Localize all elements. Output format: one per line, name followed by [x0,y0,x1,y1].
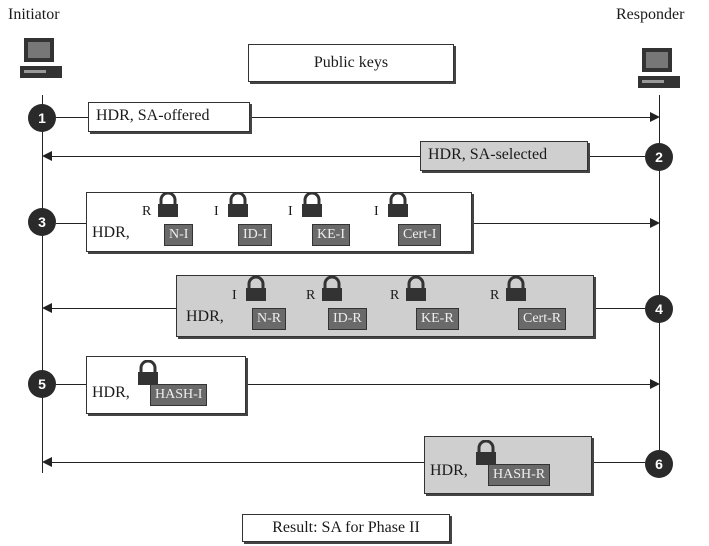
m3-lock-icon-2 [228,192,248,217]
m4-field-cert-r: Cert-R [518,308,567,330]
message-6-arrow [42,457,645,467]
step-4-badge: 4 [645,295,673,323]
step-1-badge: 1 [28,104,56,132]
message-5-arrow [56,379,660,389]
message-5-hdr: HDR, [92,384,130,401]
m3-key-owner-4: I [374,204,379,219]
m4-key-owner-1: I [232,288,237,303]
m4-field-id-r: ID-R [328,308,367,330]
message-4-hdr: HDR, [186,308,224,325]
message-1-text: HDR, SA-offered [96,107,210,124]
message-2-arrow [42,151,645,161]
m3-lock-icon-3 [302,192,322,217]
initiator-lifeline [42,95,43,473]
public-keys-box: Public keys [248,44,454,82]
m6-lock-icon [476,440,496,465]
m4-lock-icon-3 [406,276,426,301]
message-2-box [420,141,588,171]
m3-key-owner-3: I [288,204,293,219]
message-1-box [88,102,250,132]
step-3-badge: 3 [28,208,56,236]
step-2-badge: 2 [645,143,673,171]
m3-key-owner-1: R [142,204,152,219]
message-2-text: HDR, SA-selected [428,146,548,163]
responder-computer-icon [638,48,680,88]
m4-field-n-r: N-R [252,308,287,330]
message-6-hdr: HDR, [430,462,468,479]
m3-lock-icon-1 [158,192,178,217]
step-5-badge: 5 [28,370,56,398]
message-1-arrow [56,112,660,122]
responder-label: Responder [616,6,685,23]
initiator-computer-icon [20,38,62,78]
m4-key-owner-3: R [390,288,400,303]
step-6-badge: 6 [645,450,673,478]
m3-lock-icon-4 [388,192,408,217]
m4-key-owner-2: R [306,288,316,303]
m4-lock-icon-4 [506,276,526,301]
responder-lifeline [659,95,660,473]
message-3-hdr: HDR, [92,224,130,241]
m4-key-owner-4: R [490,288,500,303]
m3-field-ke-i: KE-I [312,224,350,246]
m4-lock-icon-2 [322,276,342,301]
m3-field-cert-i: Cert-I [398,224,442,246]
m6-field-hash-r: HASH-R [488,464,551,486]
m5-lock-icon [138,360,158,385]
m3-field-id-i: ID-I [238,224,273,246]
m5-field-hash-i: HASH-I [150,384,208,406]
m4-lock-icon-1 [246,276,266,301]
m4-field-ke-r: KE-R [416,308,459,330]
result-box: Result: SA for Phase II [242,514,450,542]
initiator-label: Initiator [8,6,60,23]
m3-key-owner-2: I [214,204,219,219]
m3-field-n-i: N-I [164,224,194,246]
